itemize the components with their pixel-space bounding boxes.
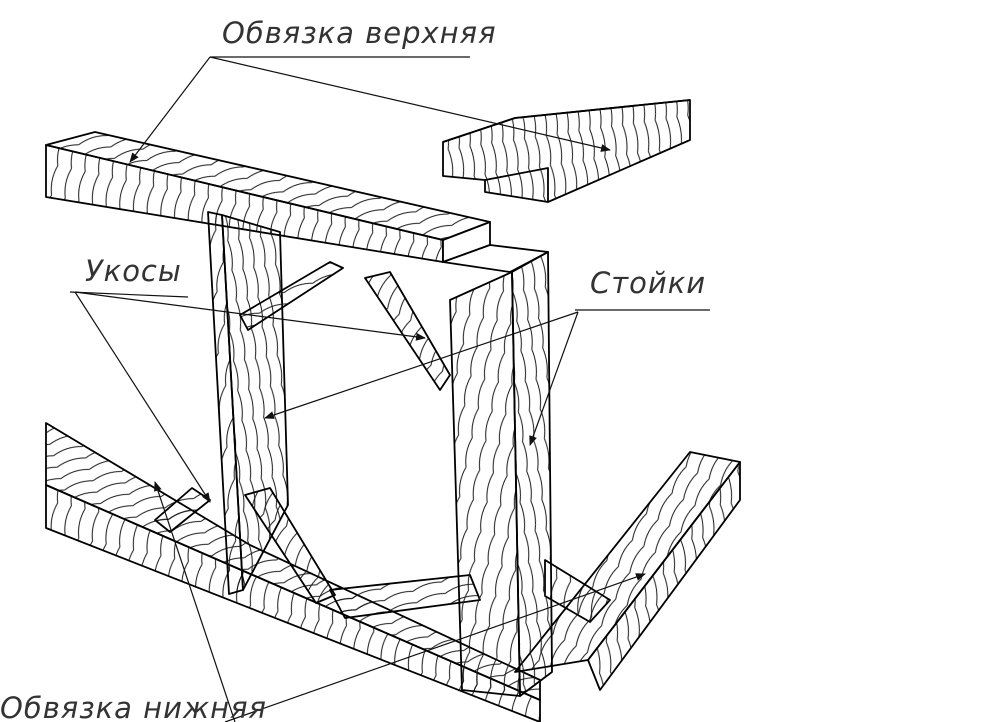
top-binding-beam [45, 131, 491, 263]
braces-label: Укосы [85, 254, 182, 288]
braces [154, 261, 451, 604]
posts-label: Стойки [590, 266, 706, 300]
top-joint-detail [442, 99, 691, 203]
posts-leader [264, 309, 710, 446]
top-binding-label: Обвязка верхняя [222, 16, 497, 50]
top-binding-leader [129, 56, 611, 163]
braces-leader [69, 291, 426, 503]
bottom-binding-label: Обвязка нижняя [0, 691, 267, 722]
bottom-binding-leader [154, 481, 646, 722]
bottom-binding-beam [45, 422, 741, 722]
right-post [442, 244, 553, 697]
